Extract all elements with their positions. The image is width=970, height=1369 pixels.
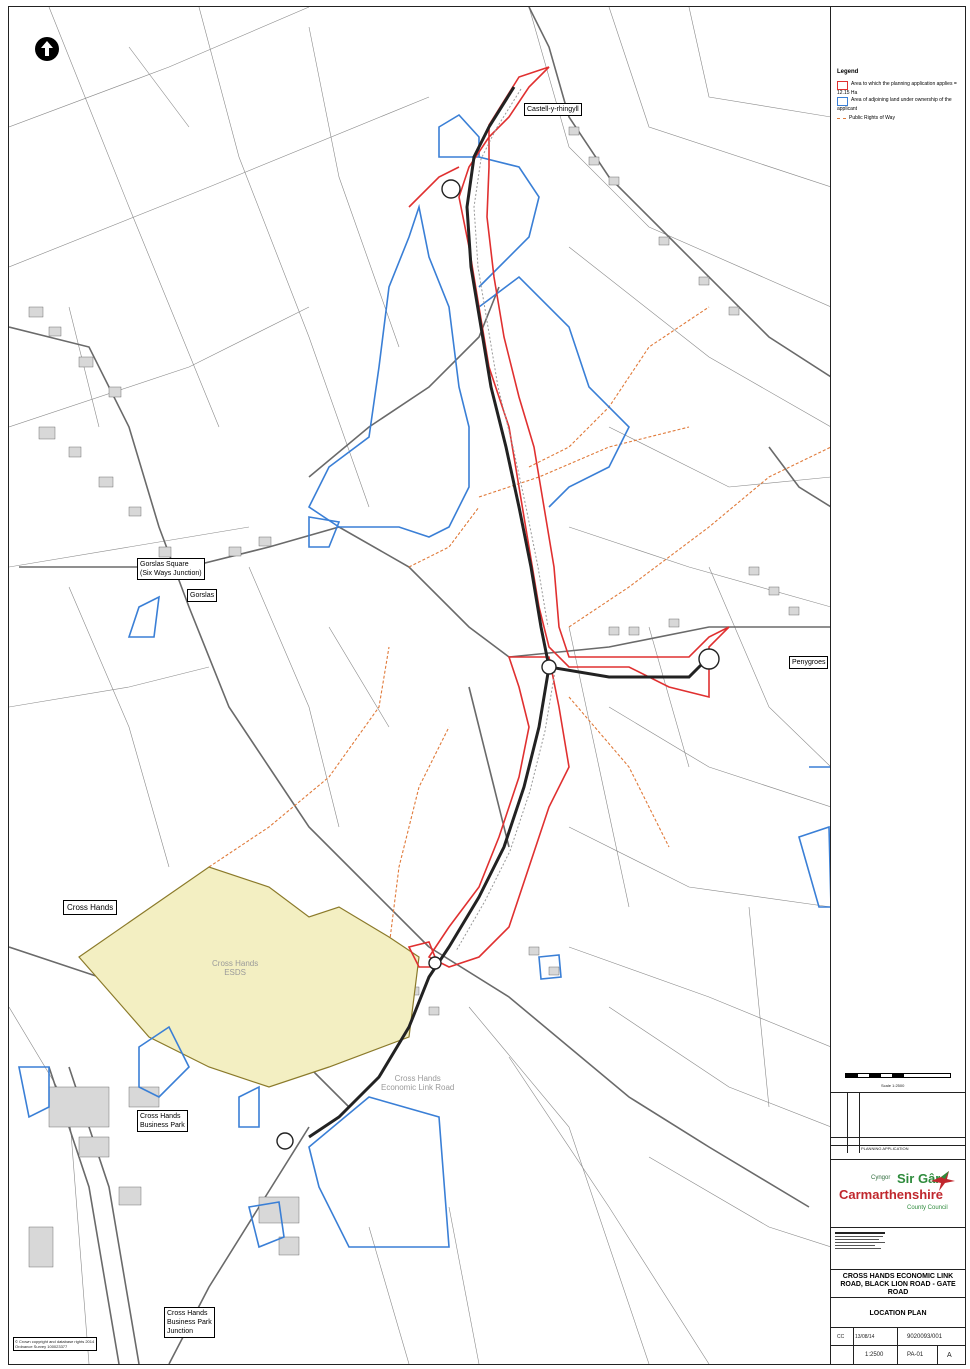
scale-bar-label: Scale 1:2500 <box>881 1083 905 1088</box>
north-arrow-icon <box>35 37 59 61</box>
logo-carmarthenshire: Carmarthenshire <box>839 1187 944 1202</box>
legend-label: Area of adjoining land under ownership o… <box>837 97 952 112</box>
address-block <box>831 1227 965 1266</box>
public-rights-of-way <box>208 306 831 948</box>
label-penygroes: Penygroes <box>789 656 829 669</box>
drawing-info-block <box>831 1327 965 1328</box>
revision-block <box>831 1092 965 1153</box>
label-business-park-junction: Cross Hands Business Park Junction <box>164 1307 215 1338</box>
sheet-reference: PA-01 <box>907 1352 924 1358</box>
drawn-by: CC <box>837 1334 845 1340</box>
legend-title-panel: Legend Area to which the planning applic… <box>830 6 966 1365</box>
revision-letter: A <box>947 1352 952 1359</box>
drawing-title: LOCATION PLAN <box>869 1310 927 1317</box>
legend-item-application-area: Area to which the planning application a… <box>837 81 961 96</box>
project-title-block <box>831 1269 965 1270</box>
label-gorslas-square: Gorslas Square (Six Ways Junction) <box>137 558 205 580</box>
blue-swatch-icon <box>837 97 848 106</box>
logo-sir-gar: Sir Gâr <box>897 1171 941 1186</box>
link-road-edge <box>455 88 556 952</box>
legend-item-ownership: Area of adjoining land under ownership o… <box>837 97 961 112</box>
scale-value: 1:2500 <box>865 1352 884 1358</box>
drawing-title-block <box>831 1297 965 1298</box>
legend-title: Legend <box>837 69 859 75</box>
logo-cyngor: Cyngor <box>871 1175 891 1181</box>
copyright-note: © Crown copyright and database rights 20… <box>13 1337 97 1351</box>
label-gorslas: Gorslas <box>187 589 218 602</box>
map-area[interactable]: Castell-y-rhingyll Gorslas Square (Six W… <box>8 6 832 1365</box>
project-title: CROSS HANDS ECONOMIC LINK ROAD, BLACK LI… <box>840 1273 956 1296</box>
dashed-line-icon <box>837 118 846 119</box>
drawing-number: 9020093/001 <box>907 1334 943 1340</box>
ownership-boundaries <box>18 113 831 1249</box>
red-kite-icon <box>931 1171 955 1191</box>
purpose-label: PLANNING APPLICATION <box>861 1146 909 1151</box>
buildings <box>28 126 800 1268</box>
date: 13/08/14 <box>855 1334 875 1340</box>
roundabouts <box>276 179 720 1150</box>
label-business-park: Cross Hands Business Park <box>137 1110 188 1132</box>
label-cross-hands: Cross Hands <box>63 900 118 915</box>
base-map <box>9 7 831 1364</box>
scale-bar <box>845 1073 951 1079</box>
label-esds: Cross Hands ESDS <box>212 959 259 977</box>
logo-county-council: County Council <box>907 1205 948 1211</box>
legend-label: Area to which the planning application a… <box>837 81 957 96</box>
label-economic-link-road: Cross Hands Economic Link Road <box>381 1074 455 1092</box>
carmarthenshire-logo: Cyngor Sir Gâr Carmarthenshire County Co… <box>837 1165 959 1225</box>
application-boundary <box>407 66 730 968</box>
logo-block <box>831 1159 965 1160</box>
address-lines <box>835 1230 961 1262</box>
legend-item-rights-of-way: Public Rights of Way <box>837 115 961 121</box>
label-castell-y-rhingyll: Castell-y-rhingyll <box>524 103 582 116</box>
link-road <box>308 86 711 1139</box>
yellow-esds-site <box>78 866 420 1088</box>
legend-label: Public Rights of Way <box>849 115 895 121</box>
red-swatch-icon <box>837 81 848 90</box>
